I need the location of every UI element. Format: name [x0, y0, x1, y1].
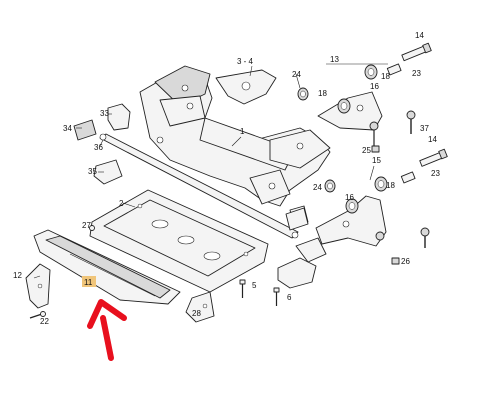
bracket-28: [185, 291, 215, 323]
highlight-box: [82, 276, 96, 287]
callout-27: 27: [82, 221, 91, 230]
leader-lines: [33, 63, 388, 279]
bushing-lower-18: [374, 176, 388, 192]
callout-25: 25: [362, 146, 371, 155]
callout-13: 13: [330, 55, 339, 64]
callout-22: 22: [40, 317, 49, 326]
bushing-lower-24: [324, 179, 336, 193]
subframe-crossmember: [139, 65, 331, 207]
callout-35: 35: [88, 167, 97, 176]
bracket-33: [107, 103, 131, 131]
bushing-upper-24: [297, 87, 309, 101]
nut-25: [371, 145, 380, 153]
callout-24-lower: 24: [313, 183, 322, 192]
callout-23-lower: 23: [431, 169, 440, 178]
skid-plate: [89, 189, 269, 293]
callout-15: 15: [372, 156, 381, 165]
callout-24-upper: 24: [292, 70, 301, 79]
nut-26: [391, 257, 400, 265]
lower-panel-11: [33, 229, 181, 305]
upper-control-arm: [317, 91, 383, 146]
bracket-right-mount: [285, 207, 309, 231]
callout-36: 36: [94, 143, 103, 152]
tie-rod-bar: [99, 133, 299, 239]
bushing-upper-18: [337, 98, 351, 114]
callout-6: 6: [287, 293, 292, 302]
callout-33: 33: [100, 109, 109, 118]
bushing-34: [73, 119, 97, 141]
callout-5: 5: [252, 281, 257, 290]
bolt-14-lower: [419, 148, 448, 167]
mount-bracket-3-4: [215, 69, 277, 105]
callout-28: 28: [192, 309, 201, 318]
bolt-14-upper: [401, 42, 432, 62]
bushing-upper-16: [364, 64, 378, 80]
callout-34: 34: [63, 124, 72, 133]
callout-16-upper: 16: [370, 82, 379, 91]
nut-23-upper: [386, 63, 402, 76]
ball-joint-37: [406, 110, 416, 134]
callout-12: 12: [13, 271, 22, 280]
clip-27: [89, 225, 95, 231]
bolt-22: [29, 311, 46, 319]
bushing-lower-16: [345, 198, 359, 214]
nut-23-lower: [400, 171, 416, 184]
callout-3-4: 3 - 4: [237, 57, 254, 66]
callout-26: 26: [401, 257, 410, 266]
callout-18-lower: 18: [386, 181, 395, 190]
bolt-6: [273, 287, 280, 306]
callout-11: 11: [84, 278, 93, 287]
callout-37: 37: [420, 124, 429, 133]
callout-1: 1: [240, 127, 245, 136]
callout-2: 2: [119, 199, 124, 208]
callout-14-lower: 14: [428, 135, 437, 144]
callout-14-upper: 14: [415, 31, 424, 40]
red-pointer-arrow: [87, 299, 127, 361]
ball-joint-lower: [420, 227, 430, 248]
callout-18-upper: 18: [318, 89, 327, 98]
left-bracket-12: [25, 263, 51, 309]
bracket-35: [93, 159, 123, 185]
callout-18-upper-right: 18: [381, 72, 390, 81]
bolt-5: [239, 279, 246, 298]
callout-16-lower: 16: [345, 193, 354, 202]
callout-labels: 1 2 3 - 4 5 6 11 12 13 14 14 15 16 16 18…: [13, 31, 440, 326]
callout-23-upper: 23: [412, 69, 421, 78]
